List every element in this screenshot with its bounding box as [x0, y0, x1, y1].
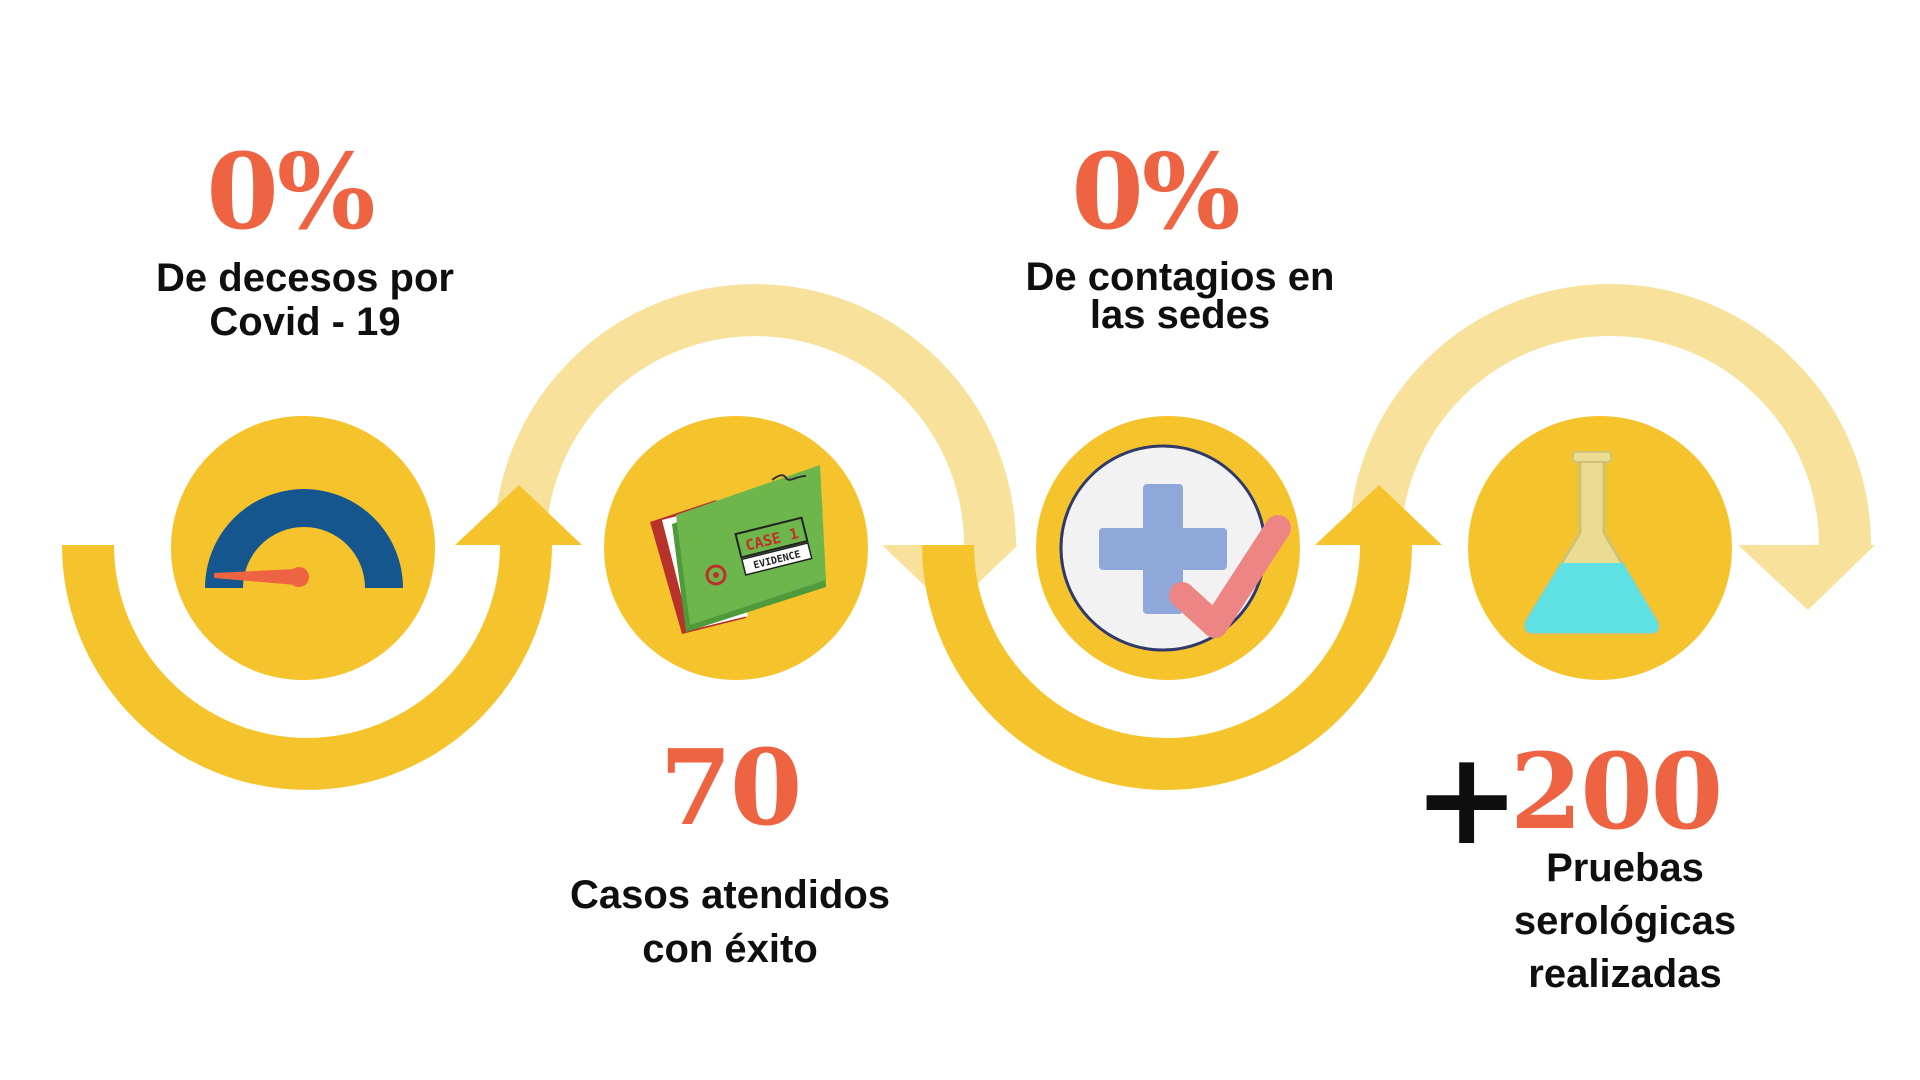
flask-icon	[1523, 451, 1660, 635]
stat-4-description: Pruebas serológicas realizadas	[1513, 846, 1737, 996]
stat-1-description: De decesos por Covid - 19	[156, 256, 454, 344]
gauge-icon	[205, 489, 403, 588]
stat-4-plus-sign: +	[1413, 725, 1521, 874]
stat-2-description: Casos atendidos con éxito	[569, 873, 891, 971]
arch-lower-1	[62, 544, 552, 790]
arch-upper-1	[494, 284, 1016, 546]
stat-4-number: 200	[1510, 730, 1723, 853]
stat-1-number: 0%	[206, 130, 375, 253]
stat-3-description: De contagios en las sedes	[1025, 255, 1335, 337]
stat-circle-1	[171, 416, 435, 680]
medical-cross-check-icon	[1059, 444, 1291, 652]
arrow-up-1	[455, 485, 582, 545]
stat-2-number: 70	[659, 726, 803, 849]
arrow-down-2	[1738, 545, 1875, 610]
arch-lower-2	[922, 544, 1412, 790]
arch-upper-2	[1349, 284, 1871, 546]
stat-3-number: 0%	[1071, 130, 1240, 253]
case-folder-icon: CASE 1 EVIDENCE	[650, 465, 826, 634]
arrow-up-2	[1315, 485, 1442, 545]
